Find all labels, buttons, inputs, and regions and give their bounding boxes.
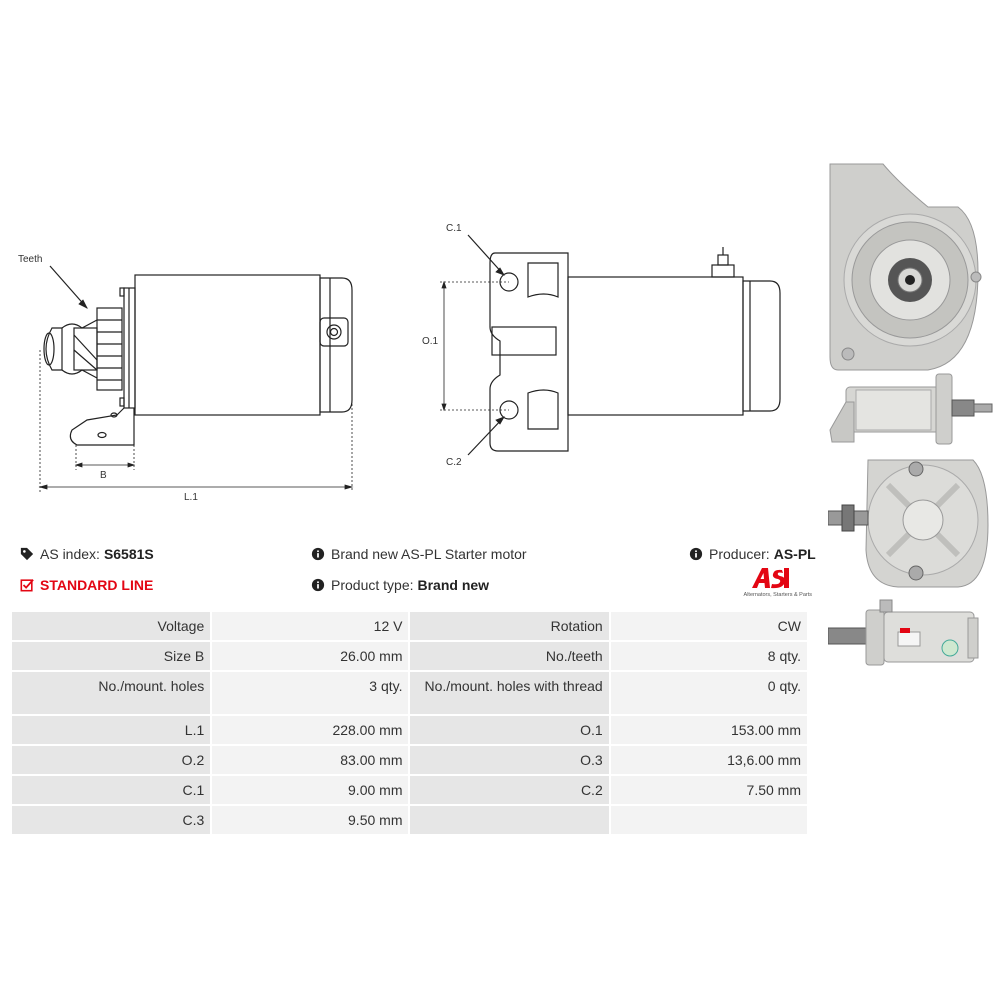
front-view-drawing: C.1 C.2 O.1 [420, 215, 800, 475]
specifications-table: Voltage 12 V Rotation CW Size B 26.00 mm… [12, 612, 809, 836]
table-row: Voltage 12 V Rotation CW [12, 612, 809, 642]
spec-key: Size B [12, 642, 213, 672]
spec-value [610, 806, 809, 836]
spec-value: 13,6.00 mm [610, 746, 809, 776]
producer-label: Producer: [709, 546, 770, 562]
dimension-o1-label: O.1 [422, 336, 439, 347]
spec-value: 83.00 mm [212, 746, 411, 776]
description-row: Brand new AS-PL Starter motor [311, 546, 527, 562]
product-photo-rear[interactable] [827, 455, 993, 590]
table-row: O.2 83.00 mm O.3 13,6.00 mm [12, 746, 809, 776]
spec-value: 0 qty. [610, 672, 809, 716]
product-photo-front[interactable] [828, 162, 988, 372]
teeth-label: Teeth [18, 254, 42, 265]
spec-value: CW [610, 612, 809, 642]
side-view-drawing: Teeth B L.1 [12, 240, 362, 510]
spec-value: 3 qty. [212, 672, 411, 716]
as-index-label: AS index: [40, 546, 100, 562]
spec-key: O.2 [12, 746, 213, 776]
dimension-c1-label: C.1 [446, 223, 462, 234]
spec-key: No./mount. holes [12, 672, 213, 716]
spec-key: O.3 [410, 746, 611, 776]
dimension-l1-label: L.1 [184, 492, 198, 503]
spec-value: 26.00 mm [212, 642, 411, 672]
table-row: C.1 9.00 mm C.2 7.50 mm [12, 776, 809, 806]
table-row: C.3 9.50 mm [12, 806, 809, 836]
as-logo-mark-icon [752, 568, 789, 589]
standard-line-label: STANDARD LINE [40, 577, 154, 593]
table-row: L.1 228.00 mm O.1 153.00 mm [12, 716, 809, 746]
dimension-c2-label: C.2 [446, 457, 462, 468]
spec-key: C.3 [12, 806, 213, 836]
info-icon [689, 547, 703, 561]
spec-key: C.1 [12, 776, 213, 806]
table-row: Size B 26.00 mm No./teeth 8 qty. [12, 642, 809, 672]
product-type-row: Product type: Brand new [311, 577, 489, 593]
as-index-row: AS index: S6581S [20, 546, 154, 562]
spec-value: 8 qty. [610, 642, 809, 672]
spec-value: 228.00 mm [212, 716, 411, 746]
spec-value: 153.00 mm [610, 716, 809, 746]
spec-value: 7.50 mm [610, 776, 809, 806]
spec-key: No./mount. holes with thread [410, 672, 611, 716]
spec-key: C.2 [410, 776, 611, 806]
producer-value: AS-PL [773, 546, 816, 562]
standard-line-row: STANDARD LINE [20, 577, 153, 593]
spec-value: 12 V [212, 612, 411, 642]
spec-value: 9.00 mm [212, 776, 411, 806]
dimension-b-label: B [100, 470, 107, 481]
product-photo-side[interactable] [826, 372, 996, 447]
as-pl-logo: Alternators, Starters & Parts [728, 566, 812, 602]
spec-key [410, 806, 611, 836]
as-index-value: S6581S [103, 546, 154, 562]
product-type-value: Brand new [417, 577, 490, 593]
spec-key: O.1 [410, 716, 611, 746]
logo-tagline: Alternators, Starters & Parts [743, 592, 812, 598]
product-photo-top[interactable] [827, 598, 998, 673]
table-row: No./mount. holes 3 qty. No./mount. holes… [12, 672, 809, 716]
info-icon [311, 578, 325, 592]
producer-row: Producer: AS-PL [689, 546, 816, 562]
spec-key: Voltage [12, 612, 213, 642]
tag-icon [20, 547, 34, 561]
spec-key: No./teeth [410, 642, 611, 672]
checkbox-checked-icon [20, 579, 34, 592]
product-type-label: Product type: [331, 577, 414, 593]
spec-value: 9.50 mm [212, 806, 411, 836]
spec-key: L.1 [12, 716, 213, 746]
spec-key: Rotation [410, 612, 611, 642]
info-icon [311, 547, 325, 561]
product-description: Brand new AS-PL Starter motor [331, 546, 527, 562]
